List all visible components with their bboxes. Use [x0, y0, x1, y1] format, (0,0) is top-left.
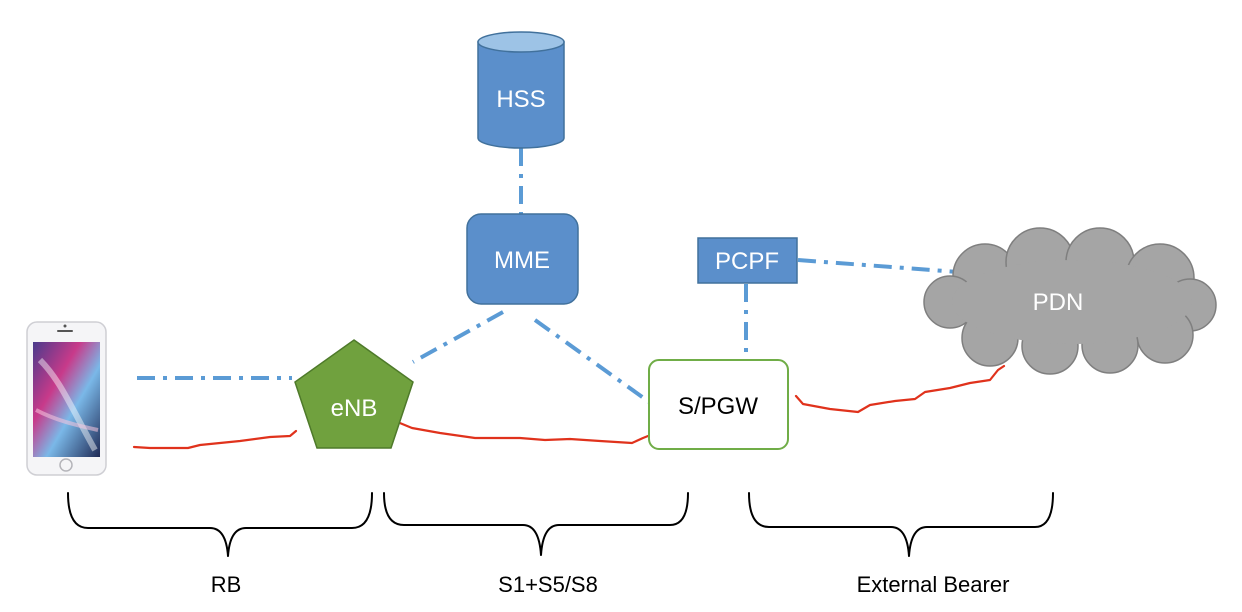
pdn-label: PDN: [1033, 289, 1084, 316]
phone-camera: [63, 324, 67, 328]
phone-home-button: [59, 458, 73, 472]
hss-label: HSS: [496, 86, 545, 113]
pcpf-label: PCPF: [715, 248, 779, 275]
spgw-label: S/PGW: [678, 393, 758, 420]
enb-node[interactable]: eNB: [294, 339, 414, 449]
cloud-body: [952, 260, 1192, 344]
hss-node[interactable]: HSS: [477, 31, 565, 149]
spgw-node[interactable]: S/PGW: [648, 359, 789, 450]
bearer-label-rb: RB: [211, 572, 242, 597]
link-pcpf-pdn: [797, 258, 959, 274]
phone-screen: [33, 342, 100, 457]
mme-box: [466, 213, 579, 305]
database-cylinder-icon: [477, 41, 565, 149]
spgw-box: [648, 359, 789, 450]
link-mme-spgw: [533, 318, 654, 406]
link-mme-enb: [412, 310, 504, 364]
smartphone-icon[interactable]: [26, 321, 107, 476]
pcpf-node[interactable]: PCPF: [697, 237, 798, 284]
bearer-braces: [67, 492, 1054, 557]
brace-rb: [67, 492, 373, 557]
bearer-label-external: External Bearer: [857, 572, 1010, 597]
database-cylinder-top: [477, 31, 565, 53]
brace-s1-s5-s8: [383, 492, 689, 556]
signaling-links: [137, 148, 959, 406]
phone-screen-streak: [37, 357, 98, 452]
enb-label: eNB: [331, 395, 378, 422]
mme-node[interactable]: MME: [466, 213, 579, 305]
enb-pentagon: [294, 339, 414, 449]
bearer-path-external: [794, 364, 1006, 414]
pdn-node[interactable]: PDN: [923, 227, 1217, 375]
bearer-path-s1: [393, 419, 650, 445]
bearer-paths: [132, 364, 1006, 450]
pcpf-box: [697, 237, 798, 284]
phone-screen-streak-2: [35, 408, 99, 432]
mme-label: MME: [494, 247, 550, 274]
bearer-path-rb: [132, 429, 298, 450]
bearer-label-s1-s5-s8: S1+S5/S8: [498, 572, 598, 597]
brace-external: [748, 492, 1054, 557]
